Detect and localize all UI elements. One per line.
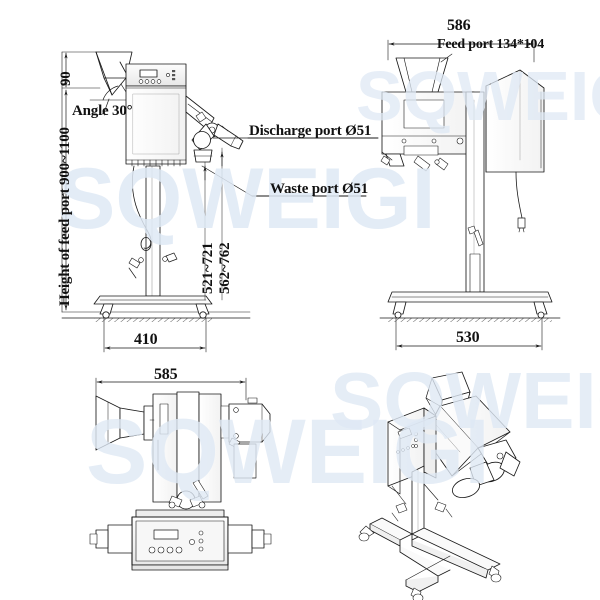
label-angle-30: Angle 30° — [72, 103, 133, 119]
front-elevation-view — [61, 51, 379, 353]
dimension-overall-length-585: 585 — [154, 366, 178, 383]
dimension-waste-height: 562~762 — [217, 242, 233, 294]
dimension-base-width-410: 410 — [134, 331, 158, 348]
dimension-overall-width-586: 586 — [447, 17, 471, 34]
label-discharge-port: Discharge port Ø51 — [249, 123, 372, 139]
label-waste-port: Waste port Ø51 — [270, 181, 369, 197]
dimension-discharge-height: 521~721 — [200, 242, 216, 294]
isometric-view — [358, 371, 521, 600]
side-elevation-view — [379, 39, 561, 351]
dimension-base-width-530: 530 — [456, 329, 480, 346]
plan-view — [89, 377, 272, 571]
dimension-top-height-90: 90 — [58, 71, 74, 86]
dimension-feed-port-height: Height of feed port 900~1100 — [57, 127, 73, 306]
label-feed-port: Feed port 134*104 — [437, 37, 545, 52]
